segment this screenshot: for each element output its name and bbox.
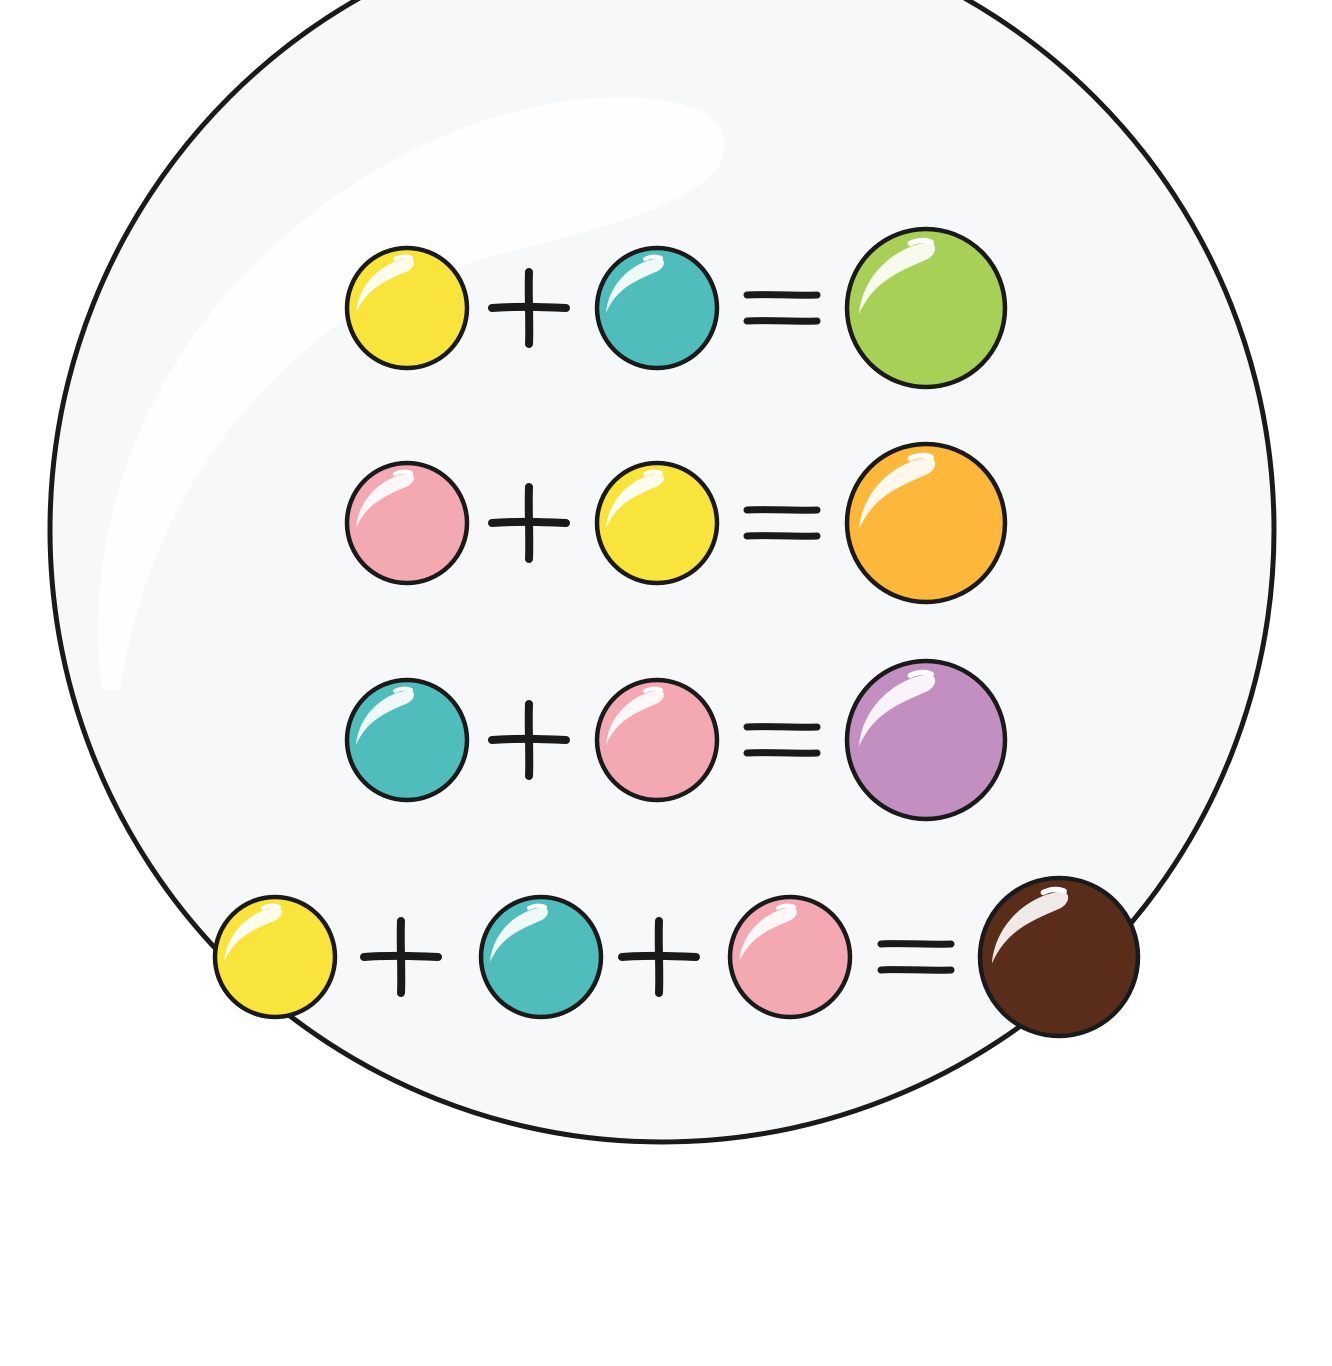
candy-yellow <box>594 460 720 586</box>
candy-result-orange <box>844 441 1008 605</box>
candy-highlight <box>858 674 936 747</box>
candy-highlight <box>490 907 548 962</box>
candy-result-purple <box>844 658 1008 822</box>
candy-highlight <box>606 690 664 745</box>
equals-sign <box>743 291 821 325</box>
candy-highlight <box>224 907 282 962</box>
plus-sign <box>488 483 570 563</box>
candy-result-brown <box>977 875 1141 1039</box>
equation-row-2 <box>344 441 1008 605</box>
candy-highlight <box>606 473 664 528</box>
candy-highlight <box>991 891 1069 964</box>
candy-result-green <box>844 226 1008 390</box>
candy-yellow <box>212 894 338 1020</box>
candy-highlight <box>606 258 664 313</box>
equations <box>212 226 1141 1039</box>
candy-highlight <box>858 457 936 530</box>
plus-sign <box>488 700 570 780</box>
candy-teal <box>478 894 604 1020</box>
candy-yellow <box>344 245 470 371</box>
equals-sign <box>743 723 821 757</box>
candy-highlight <box>356 690 414 745</box>
candy-highlight <box>356 258 414 313</box>
candy-pink <box>344 460 470 586</box>
candy-highlight <box>739 907 797 962</box>
plate-shine <box>98 97 725 690</box>
equals-sign <box>877 940 955 974</box>
equals-sign <box>743 506 821 540</box>
equation-row-4 <box>212 875 1141 1039</box>
equation-row-1 <box>344 226 1008 390</box>
candy-pink <box>727 894 853 1020</box>
plus-sign <box>618 917 700 997</box>
candy-pink <box>594 677 720 803</box>
equation-row-3 <box>344 658 1008 822</box>
plus-sign <box>488 268 570 348</box>
candy-teal <box>344 677 470 803</box>
candy-highlight <box>858 242 936 315</box>
candy-highlight <box>356 473 414 528</box>
candy-teal <box>594 245 720 371</box>
plus-sign <box>360 917 442 997</box>
